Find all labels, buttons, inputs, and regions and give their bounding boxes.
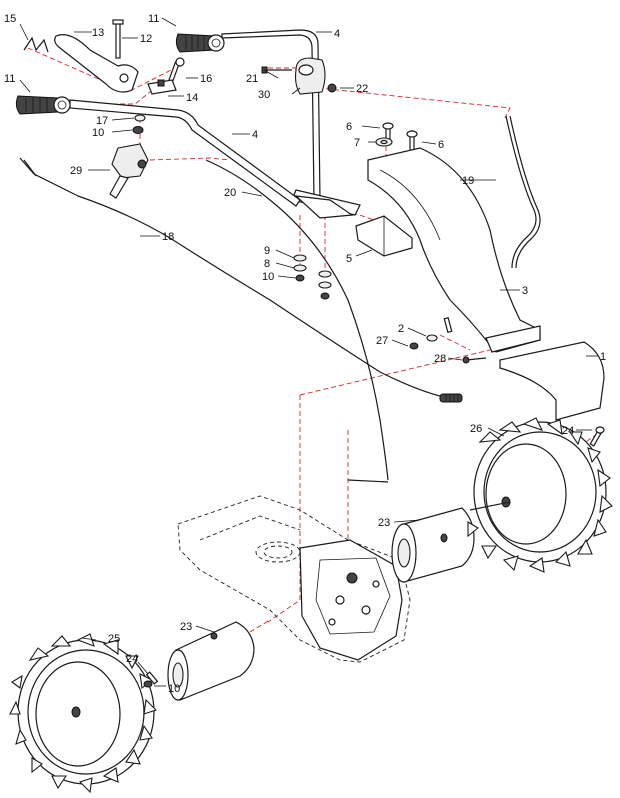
transmission-housing xyxy=(299,539,403,661)
nut-10-left xyxy=(143,680,153,688)
callout-10-lower: 10 xyxy=(168,683,180,695)
callout-15: 15 xyxy=(4,13,16,25)
bolt-12 xyxy=(112,19,124,59)
bracket-5 xyxy=(355,215,413,257)
callout-5: 5 xyxy=(346,253,352,265)
belt-guard-3 xyxy=(367,147,541,353)
washer-stack-left xyxy=(293,254,307,282)
callout-10-upper: 10 xyxy=(92,127,104,139)
callout-24-right: 24 xyxy=(562,425,574,437)
callout-20: 20 xyxy=(224,187,236,199)
callout-8: 8 xyxy=(264,258,270,270)
callout-14: 14 xyxy=(186,92,198,104)
nut-17 xyxy=(134,114,146,122)
cable-20 xyxy=(205,159,389,483)
callout-2: 2 xyxy=(398,323,404,335)
callout-6-right: 6 xyxy=(438,139,444,151)
callout-26: 26 xyxy=(470,423,482,435)
callout-13: 13 xyxy=(92,27,104,39)
callout-9: 9 xyxy=(264,245,270,257)
callout-28: 28 xyxy=(434,353,446,365)
callout-6-left: 6 xyxy=(346,121,352,133)
callout-27: 27 xyxy=(376,335,388,347)
bolt-24-right xyxy=(589,426,605,447)
knob-22 xyxy=(327,83,337,93)
handlebar-lower xyxy=(69,99,354,219)
pin-upper xyxy=(443,316,453,334)
spring-clip-15 xyxy=(23,36,49,53)
callout-4-lower: 4 xyxy=(252,129,258,141)
callout-3: 3 xyxy=(522,285,528,297)
axle-sleeve-23-right xyxy=(391,507,475,583)
callout-21: 21 xyxy=(246,73,258,85)
callout-labels: 15 13 12 11 4 11 16 14 21 22 30 17 10 4 … xyxy=(4,13,606,695)
washer-2 xyxy=(426,334,438,342)
callout-7: 7 xyxy=(354,137,360,149)
bolt-6-right xyxy=(406,130,418,151)
callout-25: 25 xyxy=(108,633,120,645)
callout-4-upper: 4 xyxy=(334,28,340,40)
callout-23-left: 23 xyxy=(180,621,192,633)
hand-grip-upper xyxy=(175,33,225,53)
shift-lever-29 xyxy=(109,143,149,199)
wheel-26-right xyxy=(467,417,613,573)
callout-18: 18 xyxy=(162,231,174,243)
washer-7 xyxy=(375,137,393,147)
axle-sleeve-23-left xyxy=(167,621,255,701)
cable-18 xyxy=(19,157,463,403)
callout-19: 19 xyxy=(462,175,474,187)
lever-bracket-30 xyxy=(294,57,326,95)
nut-27 xyxy=(409,342,419,350)
callout-22: 22 xyxy=(356,83,368,95)
callout-1: 1 xyxy=(600,351,606,363)
cable-19 xyxy=(505,115,541,269)
nut-10-upper xyxy=(132,126,144,134)
bolt-16 xyxy=(167,57,185,85)
bolt-24-left xyxy=(145,671,159,685)
belt-cover-1 xyxy=(499,341,605,421)
callout-11-lower: 11 xyxy=(4,73,15,85)
wheel-25-left xyxy=(9,633,158,794)
callout-30: 30 xyxy=(258,89,270,101)
callout-17: 17 xyxy=(96,115,108,127)
bolt-28 xyxy=(462,356,487,364)
bracket-14 xyxy=(147,79,177,95)
callout-12: 12 xyxy=(140,33,152,45)
callout-24-left: 24 xyxy=(126,653,138,665)
control-bail xyxy=(54,34,139,93)
leader-lines xyxy=(19,17,598,687)
callout-29: 29 xyxy=(70,165,82,177)
handlebar-upper xyxy=(221,29,361,216)
washer-stack-right xyxy=(318,270,332,300)
callout-16: 16 xyxy=(200,73,212,85)
callout-23-right: 23 xyxy=(378,517,390,529)
hand-grip-lower xyxy=(15,95,71,115)
callout-11-upper: 11 xyxy=(148,13,159,25)
callout-10-mid: 10 xyxy=(262,271,274,283)
